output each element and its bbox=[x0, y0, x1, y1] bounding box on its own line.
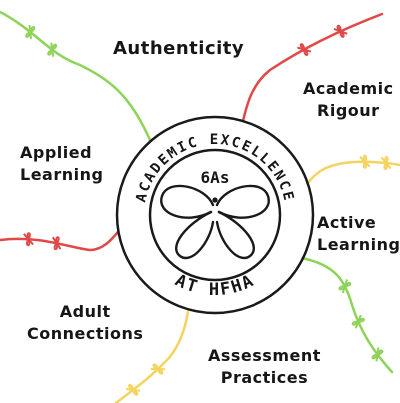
vine-leaves-adult-connections bbox=[125, 363, 166, 396]
bow-knot-leaf-icon bbox=[351, 314, 365, 329]
vine-leaves-assessment-practices bbox=[338, 279, 384, 362]
bow-knot-leaf-icon bbox=[23, 232, 34, 247]
vine-leaves-authenticity bbox=[25, 24, 58, 57]
vine-applied-learning bbox=[0, 218, 132, 252]
vine-academic-rigour bbox=[236, 12, 384, 142]
label-active-learning: Active Learning bbox=[317, 213, 400, 254]
hub-inner-ring bbox=[148, 148, 282, 282]
vine-leaves-active-learning bbox=[359, 154, 392, 171]
label-academic-rigour: Academic Rigour bbox=[303, 79, 394, 120]
butterfly-icon bbox=[160, 184, 270, 260]
bow-knot-leaf-icon bbox=[25, 24, 36, 40]
bow-knot-leaf-icon bbox=[333, 24, 348, 38]
bow-knot-leaf-icon bbox=[371, 347, 384, 362]
bow-knot-leaf-icon bbox=[47, 42, 58, 57]
bow-knot-leaf-icon bbox=[359, 154, 371, 169]
vine-assessment-practices bbox=[300, 256, 394, 374]
bow-knot-leaf-icon bbox=[380, 156, 392, 171]
bow-knot-leaf-icon bbox=[150, 363, 166, 375]
vine-leaves-academic-rigour bbox=[297, 24, 348, 56]
bow-knot-leaf-icon bbox=[125, 383, 141, 396]
label-applied-learning: Applied Learning bbox=[20, 143, 104, 184]
bow-knot-leaf-icon bbox=[51, 236, 62, 251]
bow-knot-leaf-icon bbox=[338, 279, 352, 294]
label-adult-connections: Adult Connections bbox=[27, 302, 144, 343]
vine-authenticity bbox=[0, 10, 152, 142]
bow-knot-leaf-icon bbox=[297, 43, 312, 56]
hub-center-title: 6As bbox=[201, 168, 230, 187]
label-authenticity: Authenticity bbox=[113, 38, 245, 59]
vine-adult-connections bbox=[114, 310, 190, 403]
label-assessment-practices: Assessment Practices bbox=[208, 346, 321, 387]
vine-leaves-applied-learning bbox=[23, 232, 62, 251]
